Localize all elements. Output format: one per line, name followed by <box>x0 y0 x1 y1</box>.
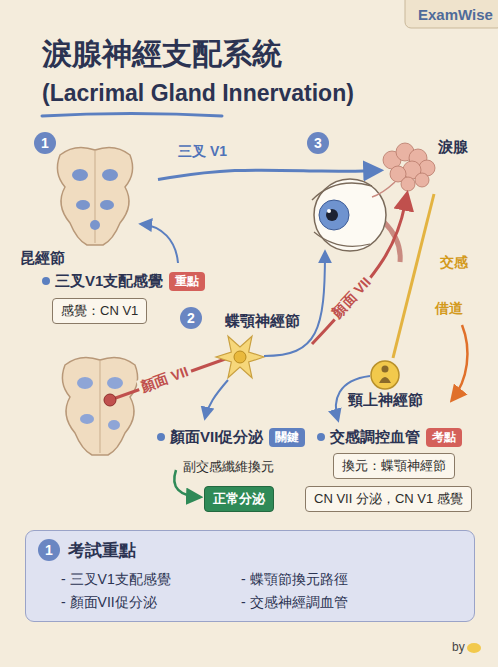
bullet-dot <box>157 433 165 441</box>
bullet-dot <box>42 277 50 285</box>
node-text: - 顏面VII促分泌 <box>61 594 157 612</box>
nucleus-dot <box>104 394 116 406</box>
gland-lobules <box>383 143 435 191</box>
nerve-connector <box>393 194 434 358</box>
callout-number: 1 <box>38 539 60 561</box>
brand-name: ExamWise <box>418 6 493 23</box>
nucleus <box>100 200 114 210</box>
nerve-connector <box>158 170 380 179</box>
nucleus <box>102 169 118 181</box>
brainstem-upper <box>57 147 132 245</box>
nucleus <box>90 220 100 230</box>
nucleus <box>72 169 88 181</box>
nucleus <box>80 414 94 424</box>
node-title: CN VII 分泌，CN V1 感覺 <box>314 491 463 507</box>
bullet-text: 交感調控血管 <box>330 428 420 447</box>
nerve-label: 借道 <box>435 300 463 318</box>
ganglion-figure: 昆經節 <box>18 150 158 268</box>
highlight <box>327 209 331 213</box>
star-core <box>234 351 246 363</box>
node-text: - 三叉V1支配感覺 <box>61 571 171 589</box>
edge-label: 顏面 VII <box>327 272 378 325</box>
node-title: 昆經節 <box>20 249 65 268</box>
node-title: 頸上神經節 <box>345 391 425 410</box>
nerve-label: 顏面 VII <box>136 362 194 398</box>
brainstem-lower <box>62 357 137 455</box>
lobule <box>401 177 415 191</box>
nucleus <box>107 377 123 389</box>
gland-figure: 淚腺 <box>380 132 470 194</box>
edge-label: 三叉 V1 <box>178 143 227 161</box>
node-text: - 交感神經調血管 <box>241 594 348 612</box>
key-badge: 關鍵 <box>269 428 305 447</box>
summary-panel: 考試重點 - 三叉V1支配感覺 - 蝶顎節換元路徑 - 顏面VII促分泌 - 交感神經調… <box>25 530 475 622</box>
title-text: 淚腺神經支配系統 <box>42 34 282 75</box>
subtitle: (Lacrimal Gland Innervation) <box>42 80 354 107</box>
note-text: 副交感纖維換元 <box>183 458 274 476</box>
title-underline <box>42 114 222 117</box>
person-head <box>382 366 389 373</box>
info-box: CN VII 分泌，CN V1 感覺 <box>305 486 472 512</box>
iris <box>319 200 349 230</box>
gland-duct <box>372 182 395 197</box>
key-badge: 考點 <box>426 428 462 447</box>
node-title: 考點 <box>432 430 456 445</box>
midline <box>100 361 101 453</box>
node-text: - 蝶顎節換元路徑 <box>241 571 348 589</box>
node-title: 蝶顎神經節 <box>225 312 300 331</box>
lobule <box>415 173 429 187</box>
node-title: 考試重點 <box>68 539 136 562</box>
pupil <box>326 209 338 221</box>
info-box: 換元：蝶顎神經節 <box>333 453 455 479</box>
node-title: 淚腺 <box>438 138 468 157</box>
nerve-connector <box>312 194 407 344</box>
node-title: 關鍵 <box>275 430 299 445</box>
key-badge: 重點 <box>169 272 205 291</box>
nerve-label: 交感 <box>440 254 468 272</box>
callout-number: 1 <box>34 132 56 154</box>
bullet-text: 三叉V1支配感覺 <box>55 272 163 291</box>
brainstem-outline <box>57 147 132 245</box>
node-title: 感覺：CN V1 <box>61 303 138 319</box>
brainstem-outline <box>62 357 137 455</box>
person-body <box>379 377 391 383</box>
ganglion-star <box>216 336 264 378</box>
facial-nerve <box>110 358 228 400</box>
secretion-arrow <box>174 470 200 497</box>
signature: by <box>452 640 465 654</box>
callout-number: 2 <box>180 307 202 329</box>
node-title: 換元：蝶顎神經節 <box>342 458 446 474</box>
bullet-dot <box>317 433 325 441</box>
star-shape <box>216 336 264 378</box>
nucleus <box>108 420 120 430</box>
nucleus <box>76 200 90 210</box>
ganglion-figure: 蝶顎神經節 <box>200 308 312 388</box>
ganglion-figure: 頸上神經節 <box>345 358 425 410</box>
sympathetic-arrow <box>452 325 467 400</box>
callout-number: 3 <box>307 132 329 154</box>
result-box: 正常分泌 <box>204 486 274 512</box>
eyelid <box>312 183 372 200</box>
node-title: 正常分泌 <box>213 491 265 507</box>
pointer-arrow <box>205 380 228 418</box>
cervical-ganglion <box>371 361 399 389</box>
node-title: 重點 <box>175 274 199 289</box>
eyelid <box>314 232 370 246</box>
signature-icon <box>467 643 481 653</box>
bullet-text: 顏面VII促分泌 <box>170 428 263 447</box>
pointer-arrow <box>141 224 178 263</box>
brand-tab <box>405 0 498 28</box>
nucleus <box>77 377 93 389</box>
info-box: 感覺：CN V1 <box>52 298 147 324</box>
